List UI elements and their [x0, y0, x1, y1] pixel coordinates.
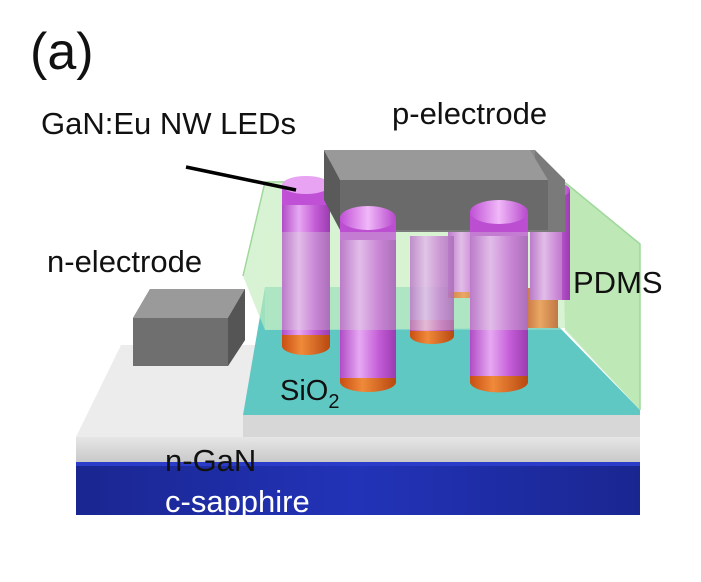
- n-electrode-label: n-electrode: [47, 244, 203, 279]
- sapphire-substrate: [76, 461, 640, 515]
- pdms-front-face: [265, 232, 562, 330]
- nanowire: [469, 200, 528, 393]
- panel-label: (a): [30, 23, 94, 81]
- n-electrode-block: [133, 289, 245, 366]
- nanowire: [340, 206, 396, 392]
- p-electrode-label: p-electrode: [392, 96, 548, 131]
- sio2-label-main: SiO: [280, 375, 329, 407]
- sio2-label-subscript: 2: [328, 391, 340, 413]
- n-gan-label: n-GaN: [165, 443, 257, 478]
- sapphire-label: c-sapphire: [165, 484, 310, 519]
- pdms-label: PDMS: [573, 265, 663, 300]
- sio2-label: SiO2: [280, 375, 340, 413]
- label-leader-line: [185, 165, 297, 192]
- nanowire: [410, 236, 454, 344]
- nanowire-leds-label: GaN:Eu NW LEDs: [41, 106, 296, 141]
